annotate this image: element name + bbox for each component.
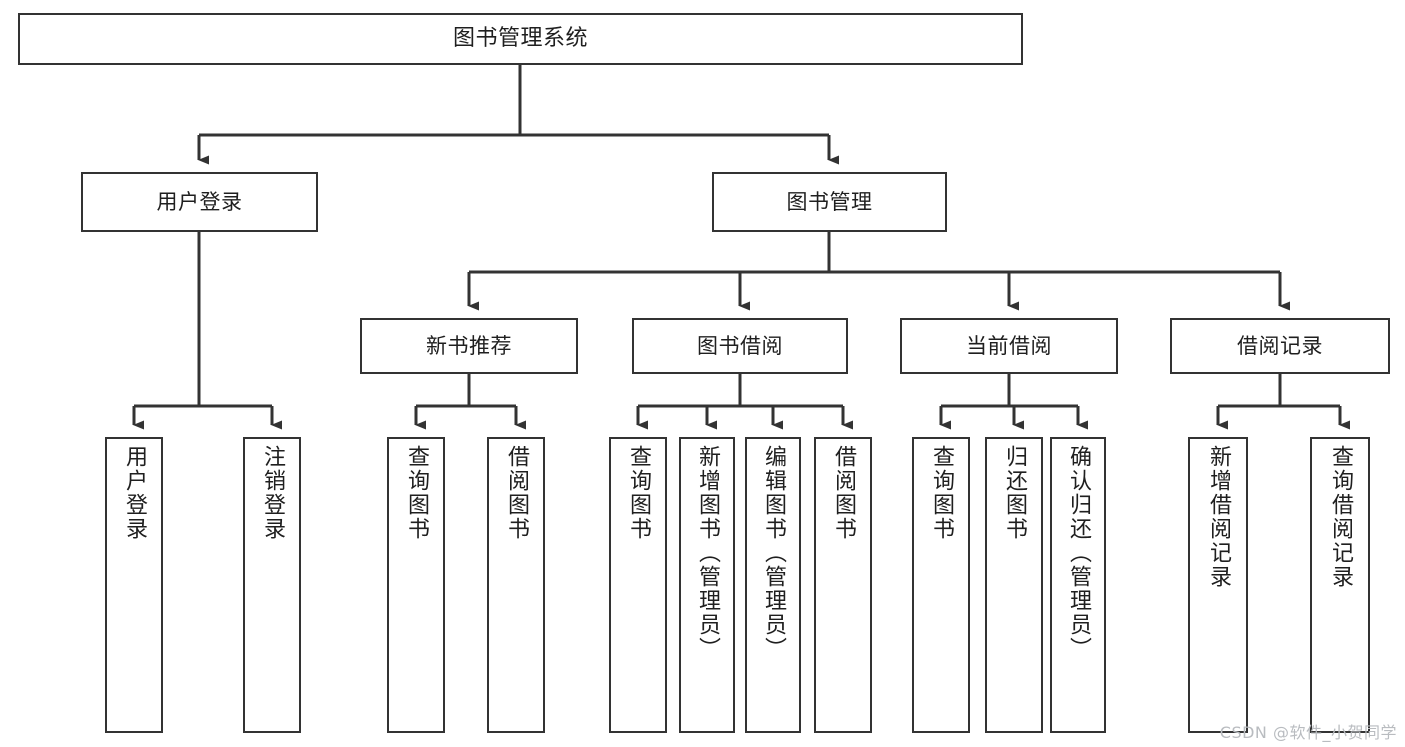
node-label: 查询图书	[404, 445, 429, 541]
node-leaf-borrow-book-1[interactable]: 借阅图书	[487, 437, 545, 733]
node-label: 查询图书	[929, 445, 954, 541]
node-label: 注销登录	[260, 445, 285, 541]
node-label: 查询借阅记录	[1328, 445, 1353, 589]
node-label: 用户登录	[122, 445, 147, 541]
node-leaf-query-book-2[interactable]: 查询图书	[609, 437, 667, 733]
node-leaf-add-book-admin[interactable]: 新增图书（管理员）	[679, 437, 735, 733]
node-label: 借阅图书	[504, 445, 529, 541]
node-new-book-recommendation[interactable]: 新书推荐	[360, 318, 578, 374]
node-leaf-logout[interactable]: 注销登录	[243, 437, 301, 733]
watermark: CSDN @软件_小贺同学	[1219, 723, 1397, 742]
node-label: 归还图书	[1002, 445, 1027, 541]
node-label: 编辑图书（管理员）	[761, 445, 786, 661]
node-label: 当前借阅	[966, 333, 1052, 358]
node-book-management[interactable]: 图书管理	[712, 172, 947, 232]
node-label: 图书管理系统	[452, 26, 588, 52]
node-label: 借阅记录	[1237, 333, 1323, 358]
node-borrowing-record[interactable]: 借阅记录	[1170, 318, 1390, 374]
node-label: 新书推荐	[426, 333, 512, 358]
node-label: 新增图书（管理员）	[695, 445, 720, 661]
node-current-borrowing[interactable]: 当前借阅	[900, 318, 1118, 374]
node-label: 用户登录	[156, 189, 243, 214]
node-label: 图书管理	[786, 189, 873, 214]
node-leaf-borrow-book-2[interactable]: 借阅图书	[814, 437, 872, 733]
node-leaf-query-borrow-record[interactable]: 查询借阅记录	[1310, 437, 1370, 733]
node-leaf-query-book-3[interactable]: 查询图书	[912, 437, 970, 733]
node-leaf-query-book-1[interactable]: 查询图书	[387, 437, 445, 733]
node-leaf-user-login[interactable]: 用户登录	[105, 437, 163, 733]
node-leaf-edit-book-admin[interactable]: 编辑图书（管理员）	[745, 437, 801, 733]
node-book-borrowing[interactable]: 图书借阅	[632, 318, 848, 374]
node-label: 新增借阅记录	[1206, 445, 1231, 589]
node-label: 图书借阅	[697, 333, 783, 358]
node-label: 借阅图书	[831, 445, 856, 541]
node-label: 查询图书	[626, 445, 651, 541]
node-leaf-confirm-return-admin[interactable]: 确认归还（管理员）	[1050, 437, 1106, 733]
node-user-login[interactable]: 用户登录	[81, 172, 318, 232]
node-book-management-system[interactable]: 图书管理系统	[18, 13, 1023, 65]
node-leaf-return-book[interactable]: 归还图书	[985, 437, 1043, 733]
node-leaf-add-borrow-record[interactable]: 新增借阅记录	[1188, 437, 1248, 733]
node-label: 确认归还（管理员）	[1066, 445, 1091, 661]
